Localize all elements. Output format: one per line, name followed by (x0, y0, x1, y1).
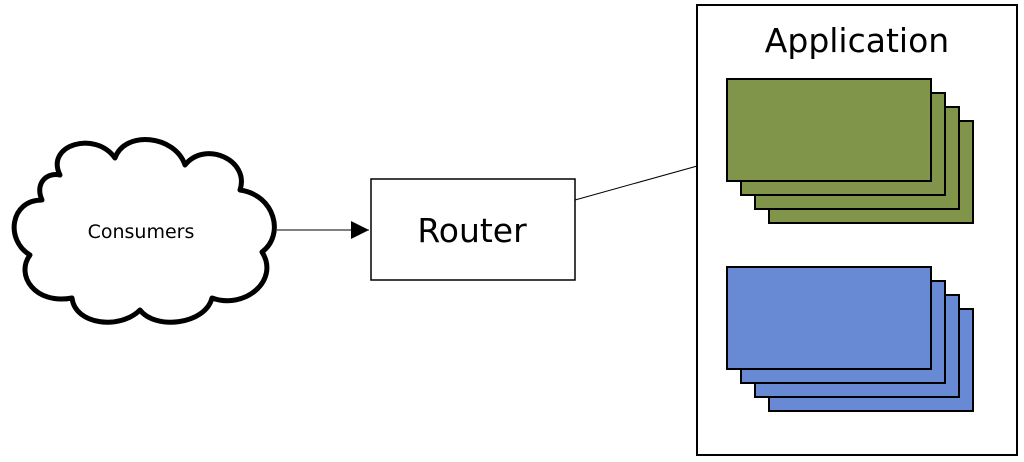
application-label: Application (765, 21, 949, 60)
router-box (370, 178, 576, 281)
router-label: Router (417, 211, 527, 250)
consumers-label: Consumers (88, 221, 195, 243)
router-node: Router (370, 178, 576, 281)
consumers-cloud-shape (11, 137, 277, 325)
green-stack-card (726, 78, 932, 182)
application-blue-stack (726, 266, 974, 412)
application-node: Application (696, 4, 1018, 456)
application-green-stack (726, 78, 974, 224)
consumers-node: Consumers (11, 137, 277, 325)
blue-stack-card (726, 266, 932, 370)
